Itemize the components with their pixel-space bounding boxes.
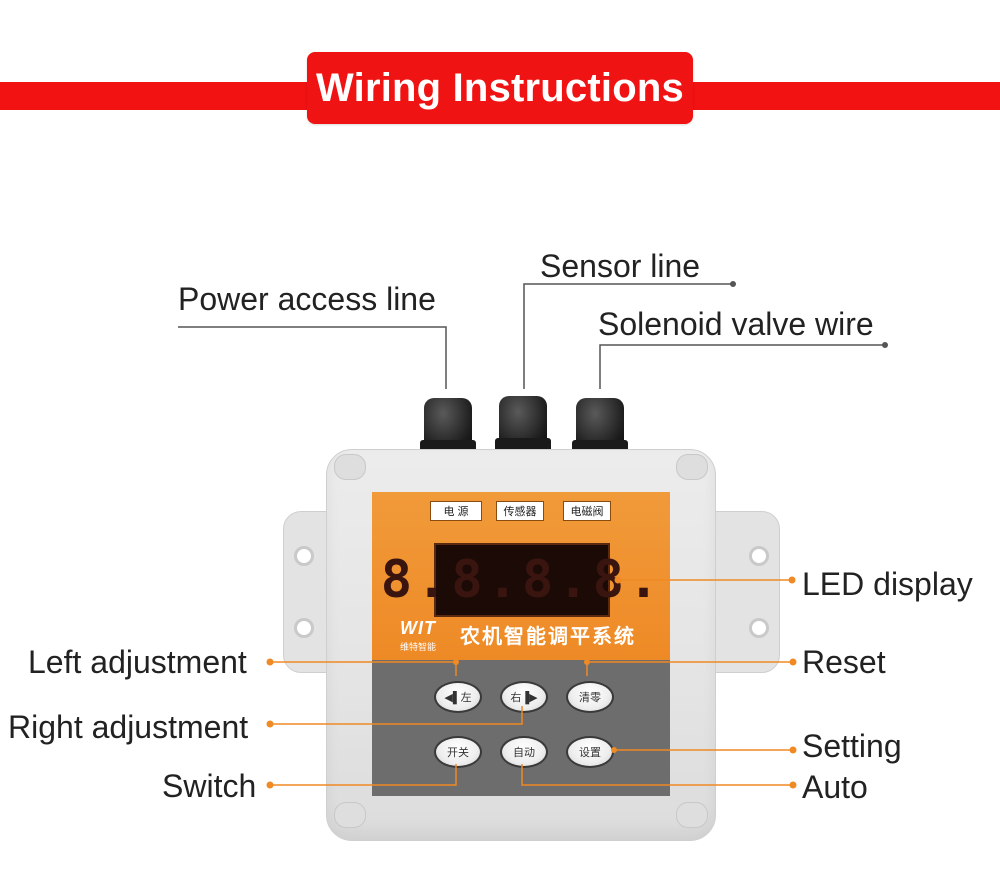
leader-dot [882,342,888,348]
tag-power: 电 源 [430,501,482,521]
leader-right [270,706,523,725]
label-auto: Auto [802,769,868,805]
brand-subtitle: 维特智能 [400,642,437,652]
tag-solenoid: 电磁阀 [563,501,611,521]
label-reset: Reset [802,644,886,680]
switch-button[interactable]: 开关 [434,736,482,768]
leader-auto [521,764,793,786]
system-name: 农机智能调平系统 [460,626,636,648]
housing-corner [676,802,708,828]
screw-hole-icon [749,618,769,638]
banner: Wiring Instructions [307,52,693,124]
label-power-access-line: Power access line [178,281,436,317]
leader-dot [730,281,736,287]
leader-reset [586,661,793,676]
screw-hole-icon [294,546,314,566]
screw-hole-icon [294,618,314,638]
right-adjust-button[interactable]: 右▐▶ [500,681,548,713]
tag-sensor: 传感器 [496,501,544,521]
label-switch: Switch [162,768,257,804]
housing-corner [676,454,708,480]
label-sensor-line: Sensor line [540,248,701,284]
leader-solenoid [599,344,885,389]
label-setting: Setting [802,728,902,764]
cable-gland-power [420,398,476,456]
screw-hole-icon [749,546,769,566]
auto-button[interactable]: 自动 [500,736,548,768]
label-led-display: LED display [802,566,973,602]
label-right-adjustment: Right adjustment [8,709,249,745]
leader-power [178,326,447,389]
leader-sensor [523,283,733,389]
page-title: Wiring Instructions [316,65,684,110]
housing-corner [334,802,366,828]
leader-left [270,661,457,676]
led-display: 8.8.8.8. [381,543,659,617]
brand-logo-text: WIT [400,618,436,638]
reset-button[interactable]: 清零 [566,681,614,713]
leader-switch [270,764,457,786]
led-readout: 8.8.8.8. [380,550,664,610]
housing-corner [334,454,366,480]
left-adjust-button[interactable]: ◀▌左 [434,681,482,713]
brand-logo: WIT 维特智能 [400,618,436,652]
label-solenoid-valve-wire: Solenoid valve wire [598,306,874,342]
label-left-adjustment: Left adjustment [28,644,247,680]
